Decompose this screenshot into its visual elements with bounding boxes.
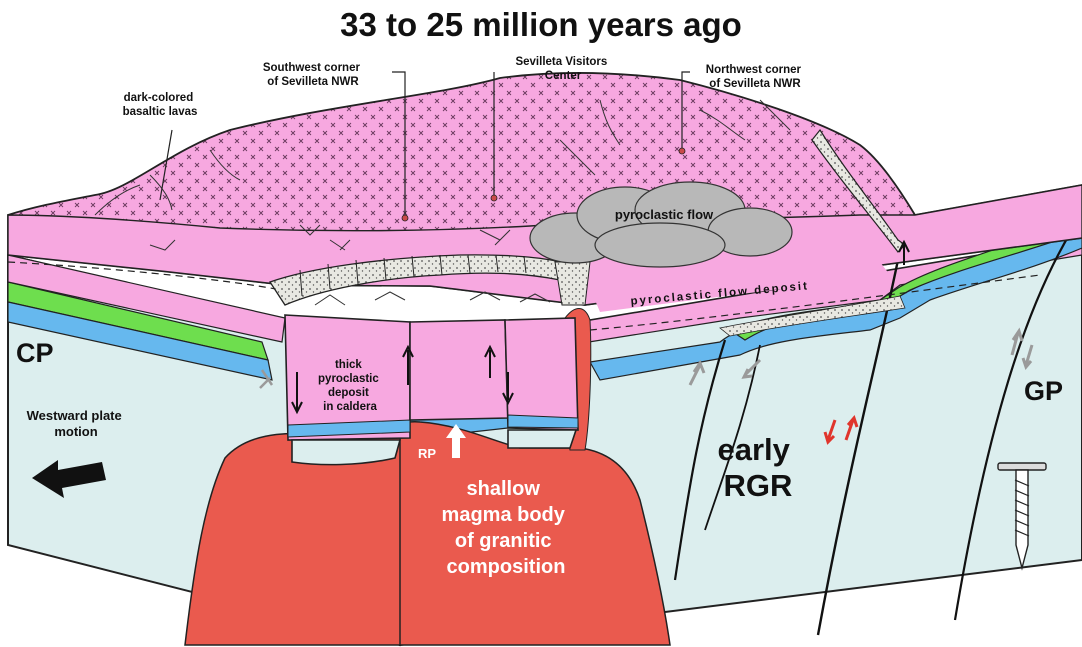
label-basaltic-lavas-line1: dark-colored <box>124 92 194 104</box>
label-rp: RP <box>418 446 436 461</box>
caldera-center-block <box>410 320 508 420</box>
label-basaltic-lavas: dark-colored basaltic lavas <box>123 92 198 118</box>
label-westward-motion-line2: motion <box>54 424 97 439</box>
label-magma-line4: composition <box>447 556 566 578</box>
label-basaltic-lavas-line2: basaltic lavas <box>123 106 198 118</box>
label-visitors-center-line2: Center <box>545 70 582 82</box>
label-southwest-corner: Southwest corner of Sevilleta NWR <box>263 62 363 88</box>
label-northwest-corner-line2: of Sevilleta NWR <box>709 78 801 90</box>
caldera-notch-right <box>508 430 576 448</box>
label-magma-line1: shallow <box>467 478 541 500</box>
marker-northwest <box>679 148 685 154</box>
label-northwest-corner: Northwest corner of Sevilleta NWR <box>706 64 804 90</box>
label-southwest-corner-line1: Southwest corner <box>263 62 361 74</box>
label-cp: CP <box>16 338 54 368</box>
label-northwest-corner-line1: Northwest corner <box>706 64 802 76</box>
marker-southwest <box>402 215 408 221</box>
label-pyroclastic-flow: pyroclastic flow <box>615 207 714 222</box>
label-early-rgr: early RGR <box>717 432 798 503</box>
caldera-right-pillar <box>505 318 578 430</box>
label-westward-motion-line1: Westward plate <box>27 408 122 423</box>
label-caldera-deposit-line1: thick <box>335 359 362 371</box>
label-visitors-center-line1: Sevilleta Visitors <box>515 56 607 68</box>
label-early-rgr-line1: early <box>717 432 790 467</box>
label-early-rgr-line2: RGR <box>724 468 793 503</box>
diagram-title: 33 to 25 million years ago <box>340 6 742 43</box>
label-caldera-deposit-line2: pyroclastic <box>318 373 379 385</box>
label-caldera-deposit-line4: in caldera <box>323 401 377 413</box>
label-caldera-deposit-line3: deposit <box>328 387 369 399</box>
label-magma-line3: of granitic <box>455 530 552 552</box>
label-southwest-corner-line2: of Sevilleta NWR <box>267 76 359 88</box>
label-gp: GP <box>1024 376 1063 406</box>
marker-visitors-center <box>491 195 497 201</box>
caldera-notch-left <box>292 440 400 465</box>
label-magma-line2: magma body <box>442 504 566 526</box>
